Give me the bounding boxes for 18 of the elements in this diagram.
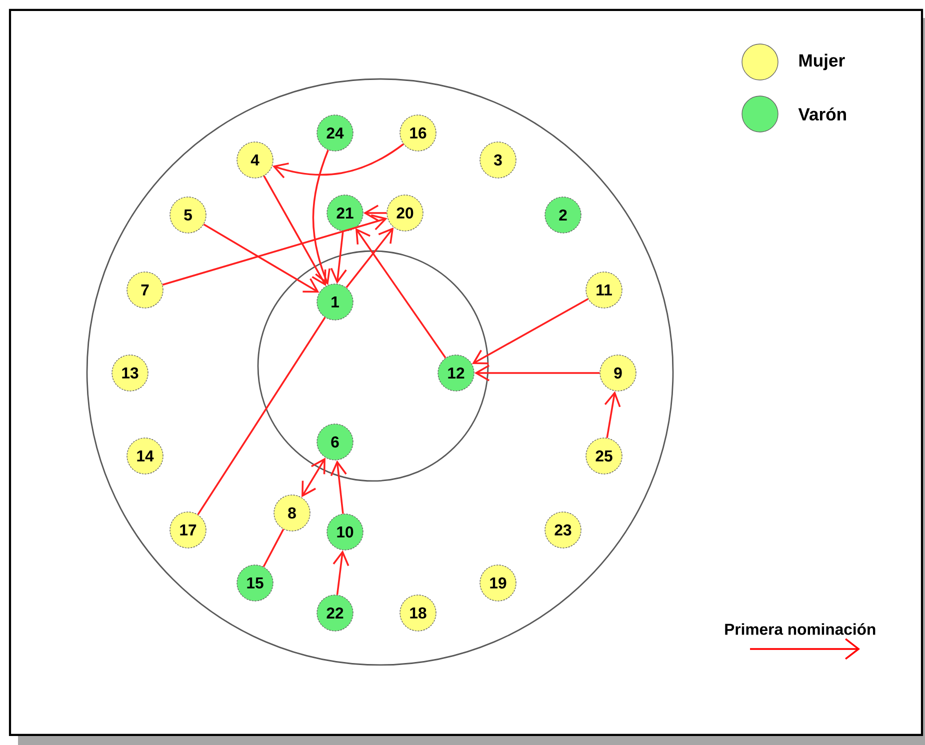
- arrow: [330, 231, 347, 284]
- arrow: [330, 460, 347, 514]
- arrow: [332, 550, 350, 595]
- legend-label: Primera nominación: [725, 623, 876, 635]
- arrow: [162, 214, 388, 286]
- arrow: [604, 391, 621, 438]
- arrow: [272, 143, 404, 178]
- arrow: [363, 204, 387, 222]
- arrow: [263, 176, 326, 286]
- arrow: [302, 458, 326, 498]
- arrow: [312, 150, 330, 285]
- legend-label: Mujer: [799, 54, 845, 70]
- arrow: [355, 228, 446, 358]
- legend-label: Varón: [798, 107, 846, 120]
- arrow: [346, 227, 394, 288]
- arrow: [474, 364, 600, 382]
- arrow: [472, 298, 588, 364]
- arrow: [203, 224, 320, 293]
